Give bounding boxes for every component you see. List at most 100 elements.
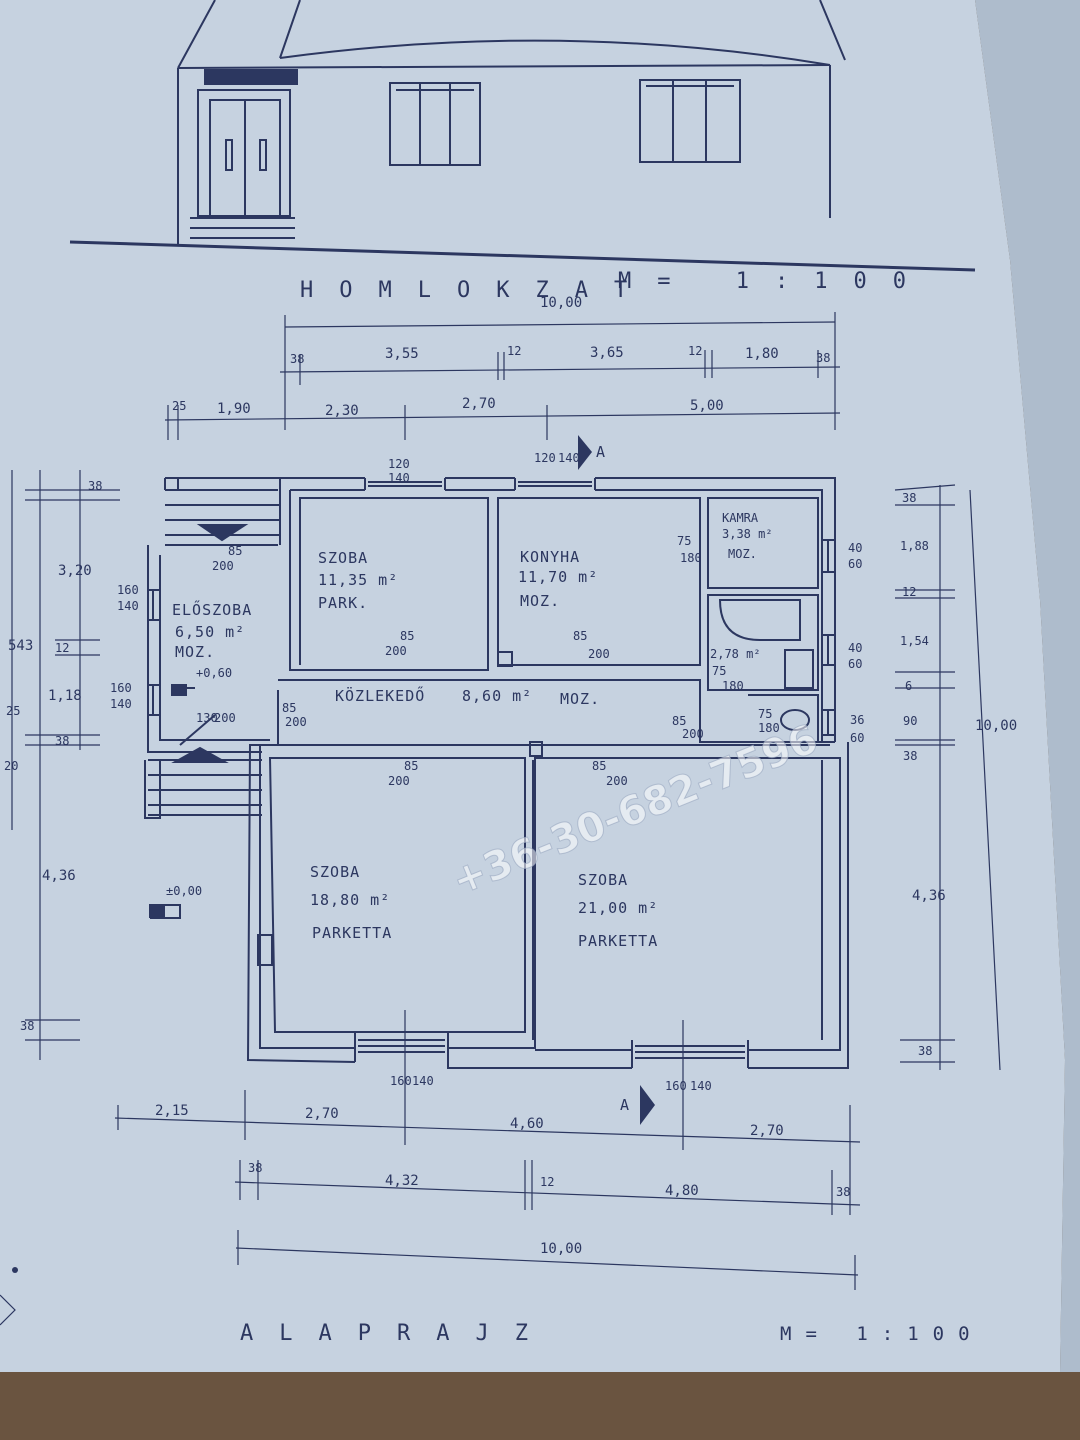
room-szoba-right-area: 21,00 m²: [578, 899, 658, 917]
floor-plan-walls: [144, 477, 849, 1069]
opening-d-szoba-b: 200: [385, 644, 407, 658]
room-furdo-area: 2,78 m²: [710, 647, 761, 661]
dim-left-2: 3,20: [58, 563, 92, 579]
dim-bottom-1: 2,15: [155, 1103, 189, 1119]
opening-d-wc-a: 75: [758, 707, 772, 721]
opening-d-kamra-a: 75: [677, 534, 691, 548]
dim-right-6: 90: [903, 714, 917, 728]
dim-top2-1: 25: [172, 399, 186, 413]
opening-w-bottom-2-b: 140: [690, 1079, 712, 1093]
room-szoba-left-area: 18,80 m²: [310, 891, 390, 909]
room-kamra-floor: MOZ.: [728, 547, 757, 561]
dim-top-1: 38: [290, 352, 304, 366]
dim-left-7: 4,36: [42, 868, 76, 884]
opening-d-konyha-b: 200: [588, 647, 610, 661]
opening-w-right-3-b: 60: [850, 731, 864, 745]
opening-d-front-b: 200: [214, 711, 236, 725]
table-surface: [0, 1372, 1080, 1440]
dim-bottom2-1: 38: [248, 1161, 262, 1175]
opening-d-entry2-b: 200: [285, 715, 307, 729]
dim-right-8: 4,36: [912, 888, 946, 904]
elevation-drawing: [69, 0, 976, 272]
opening-d-szoba-r-b: 200: [606, 774, 628, 788]
opening-d-hall-a: 85: [672, 714, 686, 728]
bottom-dimension-lines: [114, 1010, 861, 1290]
dim-left-5: 25: [6, 704, 20, 718]
room-szoba-small-area: 11,35 m²: [318, 571, 398, 589]
opening-w-right-3-a: 36: [850, 713, 864, 727]
dim-bottom2-2: 4,32: [385, 1173, 419, 1189]
room-szoba-right-name: SZOBA: [578, 871, 628, 889]
opening-w-top-2-b: 140: [558, 451, 580, 465]
dim-top-6: 1,80: [745, 346, 779, 362]
room-eloszoba-area: 6,50 m²: [175, 623, 245, 641]
dim-top-2: 3,55: [385, 346, 419, 362]
dim-bottom-2: 2,70: [305, 1106, 339, 1122]
opening-w-bottom-1-b: 140: [412, 1074, 434, 1088]
room-szoba-small-floor: PARK.: [318, 594, 368, 612]
dim-right-1: 38: [902, 491, 916, 505]
opening-d-entry2-a: 85: [282, 701, 296, 715]
dim-left-extra-2: 20: [4, 759, 18, 773]
opening-w-top-1-a: 120: [388, 457, 410, 471]
room-eloszoba-level: +0,60: [196, 666, 232, 680]
opening-w-left-2-a: 160: [110, 681, 132, 695]
right-dimension-lines: [894, 484, 1001, 1071]
room-konyha-name: KONYHA: [520, 548, 580, 566]
dim-left-6: 38: [55, 734, 69, 748]
opening-d-kamra-b: 180: [680, 551, 702, 565]
section-marker-bottom: A: [620, 1096, 630, 1114]
section-marker-top: A: [596, 443, 606, 461]
section-arrow-top: [578, 435, 592, 470]
opening-d-furdo-a: 75: [712, 664, 726, 678]
room-szoba-right-floor: PARKETTA: [578, 932, 658, 950]
opening-w-left-2-b: 140: [110, 697, 132, 711]
dim-right-total: 10,00: [975, 718, 1017, 734]
dim-right-7: 38: [903, 749, 917, 763]
opening-d-konyha-a: 85: [573, 629, 587, 643]
dim-bottom2-3: 12: [540, 1175, 554, 1189]
dim-top2-2: 1,90: [217, 401, 251, 417]
room-konyha-floor: MOZ.: [520, 592, 560, 610]
opening-d-entry-a: 85: [228, 544, 242, 558]
dim-left-1: 38: [88, 479, 102, 493]
opening-d-front-a: 130: [196, 711, 218, 725]
dim-left-extra-1: 543: [8, 638, 33, 654]
room-kozlekedo-area: 8,60 m²: [462, 687, 532, 705]
opening-w-right-2-b: 60: [848, 657, 862, 671]
room-kamra-area: 3,38 m²: [722, 527, 773, 541]
opening-w-bottom-2-a: 160: [665, 1079, 687, 1093]
dim-right-4: 1,54: [900, 634, 929, 648]
dim-bottom-total: 10,00: [540, 1241, 582, 1257]
dim-top-5: 12: [688, 344, 702, 358]
room-szoba-left-floor: PARKETTA: [312, 924, 392, 942]
dim-right-9: 38: [918, 1044, 932, 1058]
opening-d-szoba-l-b: 200: [388, 774, 410, 788]
dim-top-3: 12: [507, 344, 521, 358]
plan-scale: M= 1:100: [780, 1323, 984, 1345]
room-szoba-small-name: SZOBA: [318, 549, 368, 567]
room-eloszoba-floor: MOZ.: [175, 643, 215, 661]
room-kamra-name: KAMRA: [722, 511, 759, 525]
opening-w-right-1-b: 60: [848, 557, 862, 571]
dim-top-total: 10,00: [540, 295, 582, 311]
elevation-title: HOMLOKZAT: [300, 278, 653, 303]
dim-top-4: 3,65: [590, 345, 624, 361]
elevation-scale: M= 1:100: [618, 269, 932, 294]
opening-d-hall-b: 200: [682, 727, 704, 741]
corner-mark: [0, 1294, 16, 1326]
room-kozlekedo-floor: MOZ.: [560, 690, 600, 708]
opening-w-left-1-a: 160: [117, 583, 139, 597]
dim-left-4: 1,18: [48, 688, 82, 704]
top-dimension-lines: [164, 312, 841, 440]
paper-sheet: [0, 0, 1065, 1372]
ground-level: ±0,00: [166, 884, 202, 898]
dim-bottom2-4: 4,80: [665, 1183, 699, 1199]
opening-w-top-2-a: 120: [534, 451, 556, 465]
dim-left-8: 38: [20, 1019, 34, 1033]
opening-w-right-1-a: 40: [848, 541, 862, 555]
dim-top2-5: 5,00: [690, 398, 724, 414]
room-kozlekedo-name: KÖZLEKEDŐ: [335, 685, 425, 705]
opening-d-wc-b: 180: [758, 721, 780, 735]
